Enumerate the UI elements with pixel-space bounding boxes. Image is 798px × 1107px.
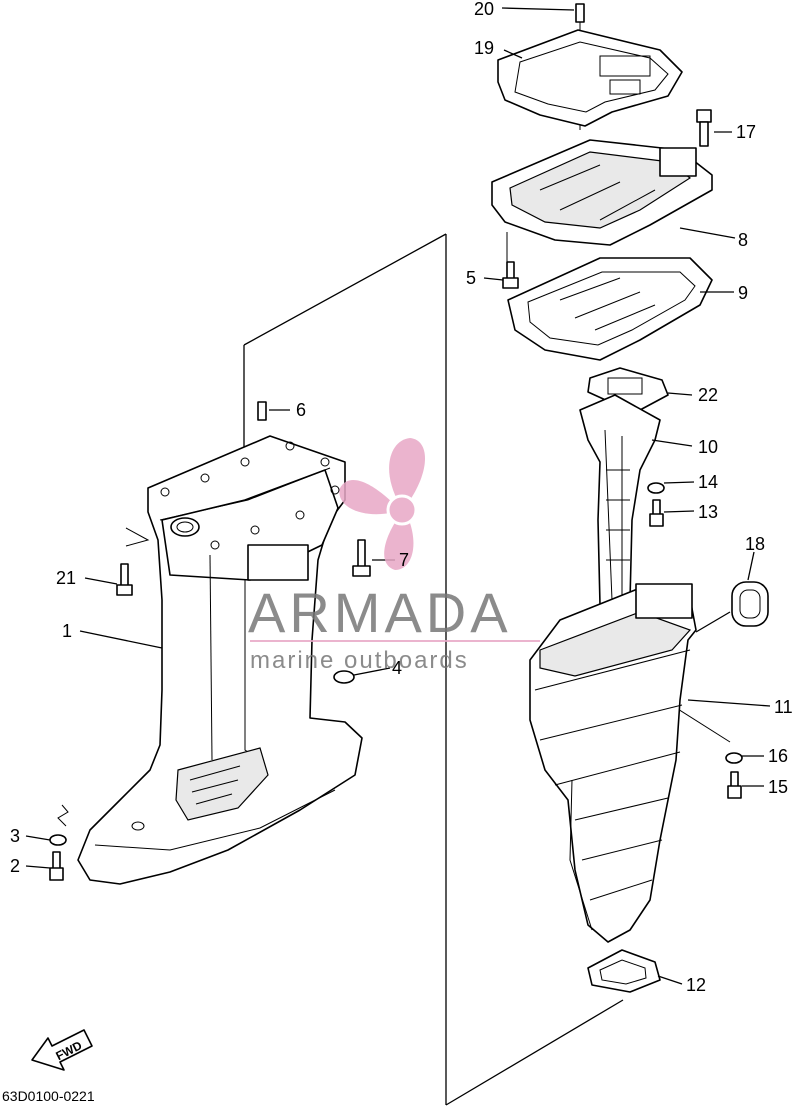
seal-part-12: [587, 949, 683, 993]
callout-6: 6: [296, 400, 306, 420]
bolt-part-21: [84, 563, 133, 596]
callout-8: 8: [738, 230, 748, 250]
callout-11: 11: [774, 697, 793, 717]
forward-direction-arrow-icon: FWD: [31, 1029, 93, 1071]
callout-15: 15: [768, 777, 788, 797]
callout-7: 7: [399, 550, 409, 570]
washer-part-14: [647, 481, 695, 494]
watermark-tagline: marine outboards: [250, 647, 469, 674]
muffler-part-11: [529, 583, 771, 943]
bolt-part-2: [25, 851, 64, 881]
plug-part-4: [333, 667, 391, 684]
washer-part-16: [725, 752, 764, 764]
washer-part-3: [25, 834, 67, 846]
callout-17: 17: [736, 122, 756, 142]
callout-3: 3: [10, 826, 20, 846]
diagram-code: 63D0100-0221: [2, 1088, 95, 1104]
exhaust-manifold-part-10: [579, 394, 693, 606]
callout-18: 18: [745, 534, 765, 554]
callout-labels: 20 19 17 8 5 9 22 6 10 14 13 18 7 21 1 4…: [10, 0, 793, 995]
bolt-part-5: [483, 261, 519, 289]
watermark-brand: ARMADA: [248, 581, 512, 644]
callout-20: 20: [474, 0, 494, 19]
armada-watermark: ARMADA marine outboards: [248, 438, 540, 674]
propeller-logo-icon: [339, 438, 425, 570]
callout-4: 4: [392, 658, 402, 678]
exhaust-guide-part-8: [491, 139, 736, 246]
callout-12: 12: [686, 975, 706, 995]
callout-2: 2: [10, 856, 20, 876]
gasket-part-19: [497, 29, 683, 127]
bolt-part-13: [649, 499, 695, 527]
callout-5: 5: [466, 268, 476, 288]
leader-part-1: [79, 630, 163, 649]
grommet-part-18: [695, 551, 769, 633]
callout-13: 13: [698, 502, 718, 522]
gasket-part-9: [507, 257, 734, 361]
callout-22: 22: [698, 385, 718, 405]
dowel-pin-part-20: [501, 3, 585, 23]
dowel-pin-part-6: [257, 401, 290, 421]
upper-casing-part-1: [77, 435, 363, 885]
bolt-part-7: [352, 539, 395, 577]
bolt-part-17: [696, 109, 732, 147]
bolt-part-15: [727, 771, 764, 799]
callout-21: 21: [56, 568, 76, 588]
callout-10: 10: [698, 437, 718, 457]
callout-1: 1: [62, 621, 72, 641]
callout-9: 9: [738, 283, 748, 303]
callout-16: 16: [768, 746, 788, 766]
callout-14: 14: [698, 472, 718, 492]
callout-19: 19: [474, 38, 494, 58]
